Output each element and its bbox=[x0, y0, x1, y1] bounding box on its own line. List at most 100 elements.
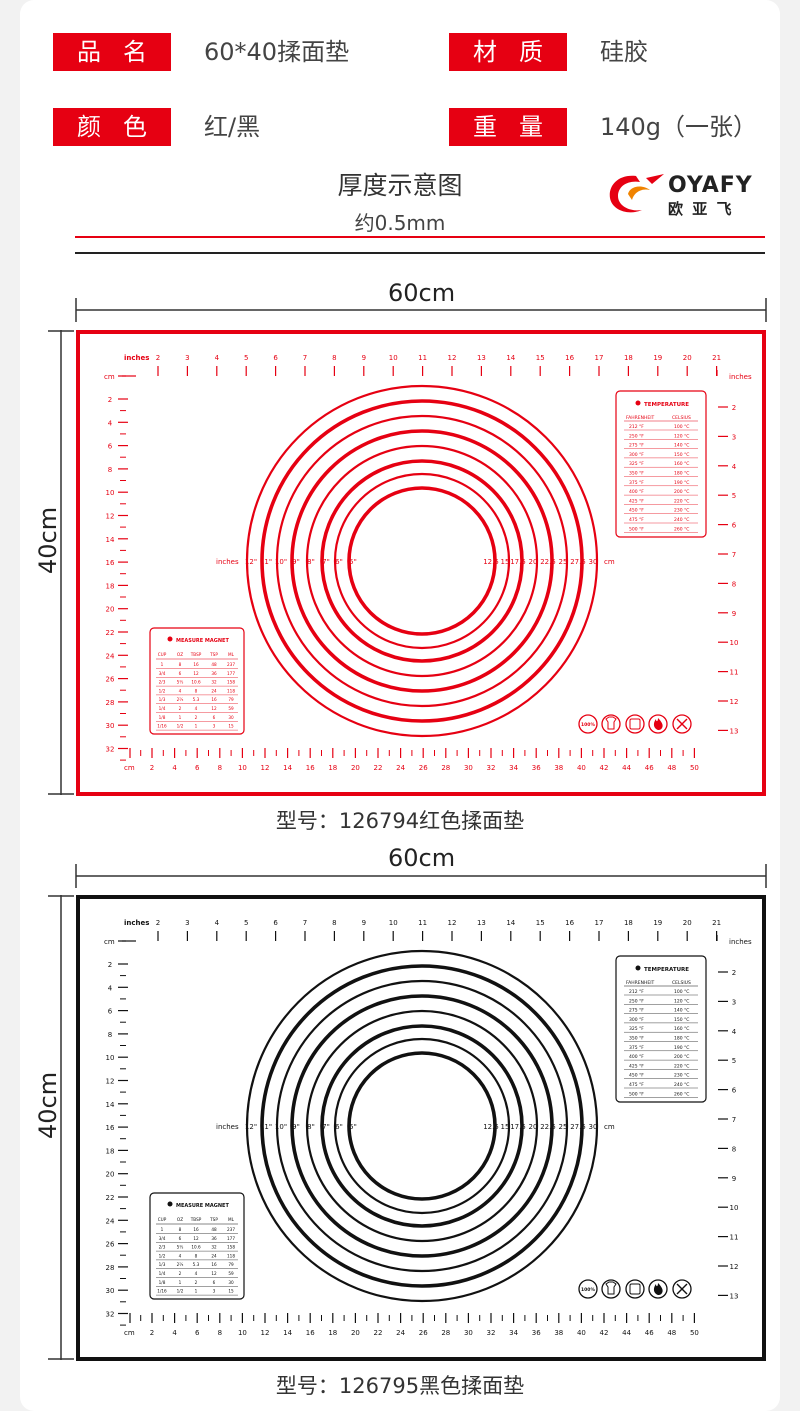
top-inch-tick-label: 11 bbox=[418, 354, 427, 362]
measure-cell: 2 bbox=[195, 715, 198, 720]
circle-cm-label: 17.5 bbox=[510, 1123, 526, 1131]
circle-cm-label: 20 bbox=[529, 1123, 538, 1131]
measure-cell: 12 bbox=[193, 1236, 199, 1241]
circle-inch-label: 6" bbox=[335, 558, 343, 566]
right-inch-tick-label: 13 bbox=[730, 727, 739, 735]
measure-header: ML bbox=[228, 1217, 235, 1222]
measure-cell: 3/4 bbox=[159, 671, 166, 676]
temperature-f-value: 400 °F bbox=[629, 489, 644, 495]
top-inch-tick-label: 6 bbox=[273, 919, 278, 927]
bottom-cm-tick-label: 4 bbox=[172, 1329, 177, 1337]
bottom-cm-tick-label: 42 bbox=[600, 1329, 609, 1337]
shirt-glyph bbox=[605, 716, 617, 730]
temperature-c-value: 120 °C bbox=[674, 998, 689, 1004]
left-cm-tick-label: 22 bbox=[106, 629, 115, 637]
top-inch-tick-label: 13 bbox=[477, 354, 486, 362]
shirt-icon bbox=[601, 714, 621, 734]
measure-cell: 3 bbox=[213, 1289, 216, 1294]
bottom-cm-tick-label: 34 bbox=[509, 1329, 518, 1337]
measure-cell: 30 bbox=[228, 1280, 234, 1285]
measure-cell: 237 bbox=[227, 1227, 235, 1232]
thickness-line-red bbox=[75, 236, 765, 238]
measure-cell: 12 bbox=[211, 1271, 217, 1276]
measure-cell: 5.3 bbox=[193, 1262, 200, 1267]
measuring-circle bbox=[290, 429, 554, 693]
top-inch-tick-label: 16 bbox=[565, 919, 574, 927]
brand-name-cn: 欧 亚 飞 bbox=[668, 200, 734, 218]
left-cm-tick-label: 10 bbox=[106, 489, 115, 497]
right-inch-tick-label: 4 bbox=[732, 463, 737, 471]
top-inch-tick-label: 19 bbox=[653, 919, 662, 927]
top-inch-tick-label: 17 bbox=[595, 919, 604, 927]
temperature-c-value: 220 °C bbox=[674, 498, 689, 504]
width-dimension-line bbox=[75, 298, 767, 322]
mat-border bbox=[76, 330, 766, 796]
temperature-c-value: 230 °C bbox=[674, 508, 689, 514]
oyafy-logo-icon bbox=[609, 174, 664, 213]
bottom-cm-tick-label: 48 bbox=[667, 1329, 676, 1337]
bottom-cm-tick-label: 20 bbox=[351, 1329, 360, 1337]
measure-cell: 6 bbox=[213, 715, 216, 720]
measure-cell: 1 bbox=[161, 662, 164, 667]
measure-cell: 10.6 bbox=[191, 1245, 201, 1250]
bottom-cm-tick-label: 12 bbox=[261, 1329, 270, 1337]
measure-cell: 30 bbox=[228, 715, 234, 720]
top-inch-tick-label: 21 bbox=[712, 354, 721, 362]
bottom-cm-tick-label: 44 bbox=[622, 764, 631, 772]
measure-cell: 4 bbox=[195, 1271, 198, 1276]
right-inch-tick-label: 3 bbox=[732, 433, 736, 441]
circle-inch-label: 11" bbox=[260, 558, 272, 566]
bottom-cm-tick-label: 32 bbox=[487, 1329, 496, 1337]
right-inch-tick-label: 2 bbox=[732, 404, 736, 412]
left-cm-tick-label: 12 bbox=[106, 513, 115, 521]
circle-inch-label: 12" bbox=[245, 1123, 257, 1131]
measure-header: TBSP bbox=[190, 652, 202, 657]
measure-cell: 15 bbox=[228, 724, 234, 729]
circle-inch-label: 5" bbox=[349, 1123, 357, 1131]
name-value: 60*40揉面垫 bbox=[204, 38, 350, 66]
measure-cell: 32 bbox=[211, 680, 217, 685]
temperature-c-value: 240 °C bbox=[674, 517, 689, 523]
temperature-f-value: 475 °F bbox=[629, 517, 644, 523]
bottom-cm-tick-label: 30 bbox=[464, 764, 473, 772]
bottom-cm-tick-label: 2 bbox=[150, 764, 154, 772]
circle-inch-label: 12" bbox=[245, 558, 257, 566]
color-value: 红/黑 bbox=[204, 113, 261, 141]
measure-cell: 1 bbox=[195, 1289, 198, 1294]
top-inch-tick-label: 6 bbox=[273, 354, 278, 362]
top-inch-tick-label: 19 bbox=[653, 354, 662, 362]
left-cm-tick-label: 24 bbox=[106, 1217, 115, 1225]
color-label: 颜色 bbox=[53, 108, 171, 146]
top-inch-tick-label: 2 bbox=[156, 354, 160, 362]
measure-cell: 2⅔ bbox=[177, 697, 184, 702]
circle-inch-label: 6" bbox=[335, 1123, 343, 1131]
measure-cell: 2 bbox=[179, 706, 182, 711]
measuring-circle bbox=[245, 949, 599, 1303]
measure-cell: 79 bbox=[228, 1262, 234, 1267]
circle-cm-label: 22.5 bbox=[540, 1123, 556, 1131]
temperature-dot-icon bbox=[635, 965, 641, 971]
temperature-c-value: 180 °C bbox=[674, 471, 689, 477]
weight-value: 140g（一张） bbox=[600, 113, 758, 141]
temperature-c-value: 190 °C bbox=[674, 1045, 689, 1051]
bottom-cm-tick-label: 6 bbox=[195, 1329, 200, 1337]
temperature-f-value: 250 °F bbox=[629, 998, 644, 1004]
left-cm-tick-label: 12 bbox=[106, 1078, 115, 1086]
measure-cell: 1/3 bbox=[159, 697, 166, 702]
temperature-f-value: 350 °F bbox=[629, 471, 644, 477]
measure-table bbox=[149, 627, 245, 735]
measure-cell: 16 bbox=[211, 697, 217, 702]
temperature-f-value: 325 °F bbox=[629, 1026, 644, 1032]
right-inch-tick-label: 10 bbox=[730, 639, 739, 647]
circle-cm-label: 25 bbox=[559, 558, 568, 566]
temperature-dot-icon bbox=[635, 400, 641, 406]
circle-cm-label: 30 bbox=[589, 558, 598, 566]
measuring-circle bbox=[290, 994, 554, 1258]
measuring-circle bbox=[305, 444, 539, 678]
measure-cell: 1/3 bbox=[159, 1262, 166, 1267]
top-inch-tick-label: 11 bbox=[418, 919, 427, 927]
left-cm-tick-label: 2 bbox=[108, 396, 112, 404]
measuring-circle bbox=[320, 1024, 524, 1228]
measure-cell: 1/8 bbox=[159, 1280, 166, 1285]
measure-cell: 4 bbox=[179, 688, 182, 693]
